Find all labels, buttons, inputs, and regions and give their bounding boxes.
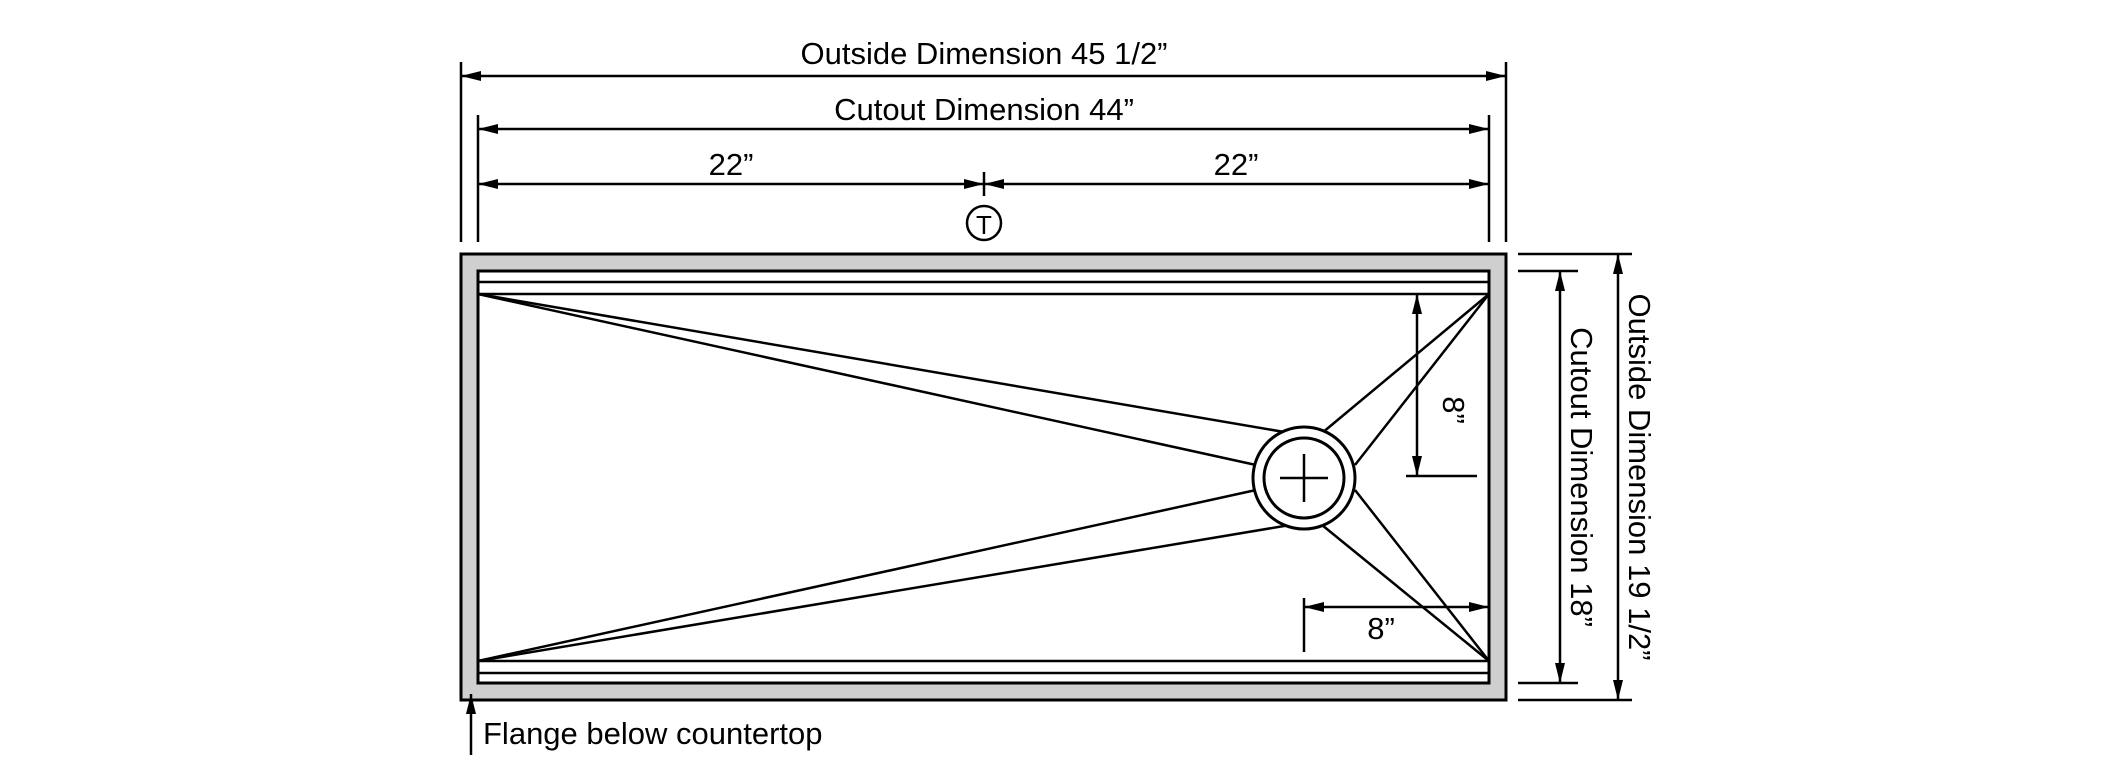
outside-width-label: Outside Dimension 45 1/2” bbox=[800, 36, 1167, 71]
cutout-depth-label: Cutout Dimension 18” bbox=[1564, 327, 1599, 627]
drain-horizontal-label: 8” bbox=[1367, 611, 1395, 646]
right-half-label: 22” bbox=[1214, 147, 1259, 182]
left-half-label: 22” bbox=[709, 147, 754, 182]
faucet-symbol: T bbox=[965, 204, 1003, 242]
drain bbox=[1251, 425, 1357, 531]
basin-ledges bbox=[478, 280, 1489, 675]
extension-lines-right bbox=[1518, 252, 1632, 702]
outside-depth-label: Outside Dimension 19 1/2” bbox=[1622, 293, 1657, 660]
cutout-width-label: Cutout Dimension 44” bbox=[834, 92, 1134, 127]
drain-slope-lines bbox=[477, 292, 1490, 663]
extension-lines-top bbox=[459, 62, 1508, 242]
svg-text:T: T bbox=[976, 210, 992, 240]
flange-note-label: Flange below countertop bbox=[483, 716, 823, 751]
drain-vertical-label: 8” bbox=[1436, 396, 1471, 424]
